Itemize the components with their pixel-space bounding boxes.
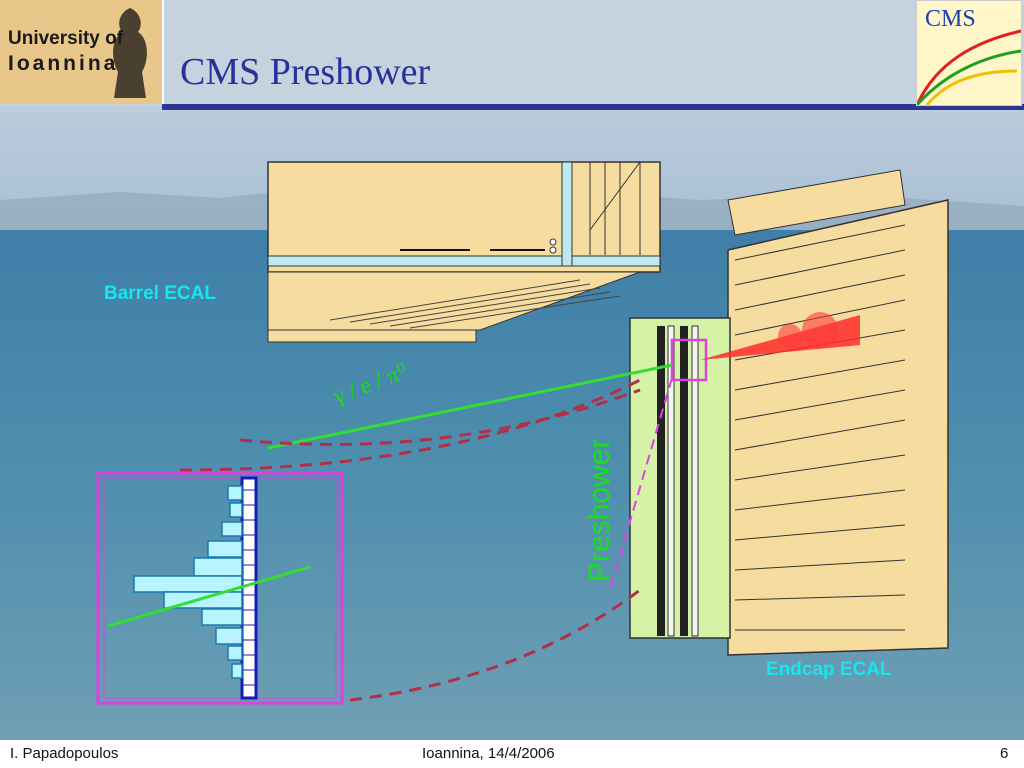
particle-track	[267, 363, 673, 450]
preshower-label: Preshower	[583, 438, 616, 582]
slide-title: CMS Preshower	[180, 51, 431, 93]
endcap-ecal-drawing	[727, 169, 949, 656]
university-logo	[0, 0, 164, 104]
university-logo-line2: Ioannina	[8, 52, 119, 75]
barrel-ecal-drawing	[267, 161, 661, 343]
cms-logo-icon	[916, 0, 1022, 106]
strip-histogram-inset	[96, 471, 344, 705]
particle-shower	[700, 312, 860, 360]
cms-logo-text: CMS	[925, 6, 976, 32]
footer-place-date: Ioannina, 14/4/2006	[422, 745, 555, 762]
endcap-ecal-label: Endcap ECAL	[766, 659, 892, 680]
footer-author: I. Papadopoulos	[10, 745, 119, 762]
footer-page-number: 6	[1000, 745, 1009, 762]
university-logo-line1: University of	[8, 28, 124, 49]
university-seal-icon	[113, 8, 147, 98]
barrel-ecal-label: Barrel ECAL	[104, 283, 216, 304]
